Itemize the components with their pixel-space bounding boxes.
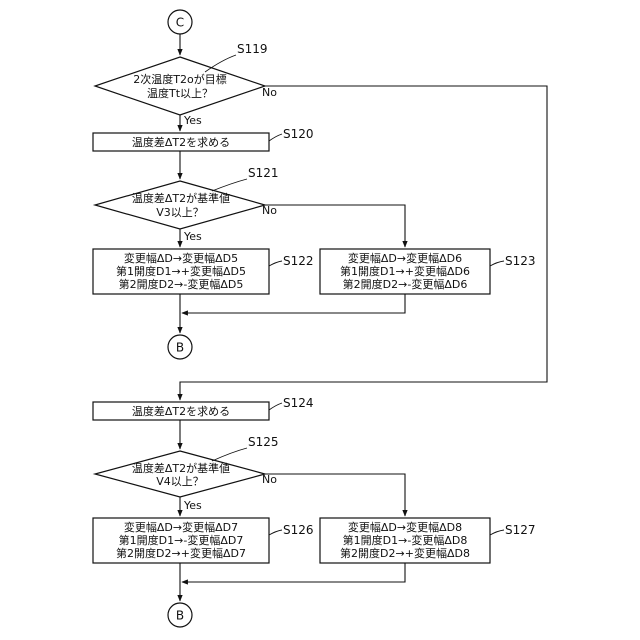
process-s122-line1: 変更幅ΔD→変更幅ΔD5: [124, 251, 238, 265]
process-s123-line2: 第1開度D1→+変更幅ΔD6: [340, 264, 470, 278]
process-s127-line3: 第2開度D2→+変更幅ΔD8: [340, 546, 470, 560]
process-s122: 変更幅ΔD→変更幅ΔD5 第1開度D1→+変更幅ΔD5 第2開度D2→-変更幅Δ…: [93, 249, 269, 294]
process-s127: 変更幅ΔD→変更幅ΔD8 第1開度D1→-変更幅ΔD8 第2開度D2→+変更幅Δ…: [320, 518, 490, 563]
connector-c: C: [168, 10, 192, 34]
step-label-s124: S124: [283, 396, 314, 410]
connector-b-first: B: [168, 335, 192, 359]
leader-line: [269, 530, 282, 535]
process-s123: 変更幅ΔD→変更幅ΔD6 第1開度D1→+変更幅ΔD6 第2開度D2→-変更幅Δ…: [320, 249, 490, 294]
decision-s119: 2次温度T2oが目標 温度Tt以上？: [95, 57, 265, 115]
leader-line: [269, 261, 282, 266]
step-label-s123: S123: [505, 254, 536, 268]
process-s127-line1: 変更幅ΔD→変更幅ΔD8: [348, 520, 462, 534]
leader-line: [490, 530, 504, 535]
branch-no-s119: No: [262, 86, 277, 99]
process-s122-line3: 第2開度D2→-変更幅ΔD5: [119, 277, 244, 291]
connector-b-label: B: [176, 609, 184, 623]
decision-s121: 温度差ΔT2が基準値 V3以上？: [95, 181, 265, 229]
branch-no-s121: No: [262, 204, 277, 217]
step-label-s126: S126: [283, 523, 314, 537]
decision-s121-line2: V3以上？: [156, 206, 204, 219]
flow-line-merge: [182, 294, 405, 313]
decision-s119-line2: 温度Tt以上？: [147, 86, 213, 100]
connector-b-second: B: [168, 603, 192, 627]
connector-b-label: B: [176, 341, 184, 355]
process-s126-line2: 第1開度D1→-変更幅ΔD7: [119, 533, 244, 547]
branch-yes-s119: Yes: [183, 114, 202, 127]
process-s122-line2: 第1開度D1→+変更幅ΔD5: [116, 264, 246, 278]
leader-line: [490, 261, 504, 266]
process-s126-line1: 変更幅ΔD→変更幅ΔD7: [124, 520, 238, 534]
process-s126-line3: 第2開度D2→+変更幅ΔD7: [116, 546, 246, 560]
leader-line: [212, 448, 247, 461]
decision-s125-line1: 温度差ΔT2が基準値: [132, 461, 230, 475]
process-s120-text: 温度差ΔT2を求める: [132, 135, 230, 149]
leader-line: [269, 134, 282, 141]
leader-line: [269, 403, 282, 410]
process-s126: 変更幅ΔD→変更幅ΔD7 第1開度D1→-変更幅ΔD7 第2開度D2→+変更幅Δ…: [93, 518, 269, 563]
step-label-s120: S120: [283, 127, 314, 141]
process-s123-line3: 第2開度D2→-変更幅ΔD6: [343, 277, 468, 291]
process-s124: 温度差ΔT2を求める: [93, 402, 269, 420]
flow-line-no-s121: [265, 205, 405, 247]
process-s123-line1: 変更幅ΔD→変更幅ΔD6: [348, 251, 462, 265]
decision-s125-line2: V4以上？: [156, 475, 204, 488]
branch-yes-s125: Yes: [183, 499, 202, 512]
process-s127-line2: 第1開度D1→-変更幅ΔD8: [343, 533, 468, 547]
decision-s125: 温度差ΔT2が基準値 V4以上？: [95, 451, 265, 497]
decision-s119-line1: 2次温度T2oが目標: [133, 72, 226, 86]
step-label-s122: S122: [283, 254, 314, 268]
step-label-s125: S125: [248, 435, 279, 449]
flow-line-no-s125: [265, 474, 405, 516]
branch-yes-s121: Yes: [183, 230, 202, 243]
step-label-s127: S127: [505, 523, 536, 537]
step-label-s121: S121: [248, 166, 279, 180]
flow-line-merge: [182, 563, 405, 582]
branch-no-s125: No: [262, 473, 277, 486]
process-s120: 温度差ΔT2を求める: [93, 133, 269, 151]
connector-c-label: C: [176, 16, 184, 30]
step-label-s119: S119: [237, 42, 268, 56]
decision-s121-line1: 温度差ΔT2が基準値: [132, 191, 230, 205]
leader-line: [212, 179, 247, 191]
process-s124-text: 温度差ΔT2を求める: [132, 404, 230, 418]
